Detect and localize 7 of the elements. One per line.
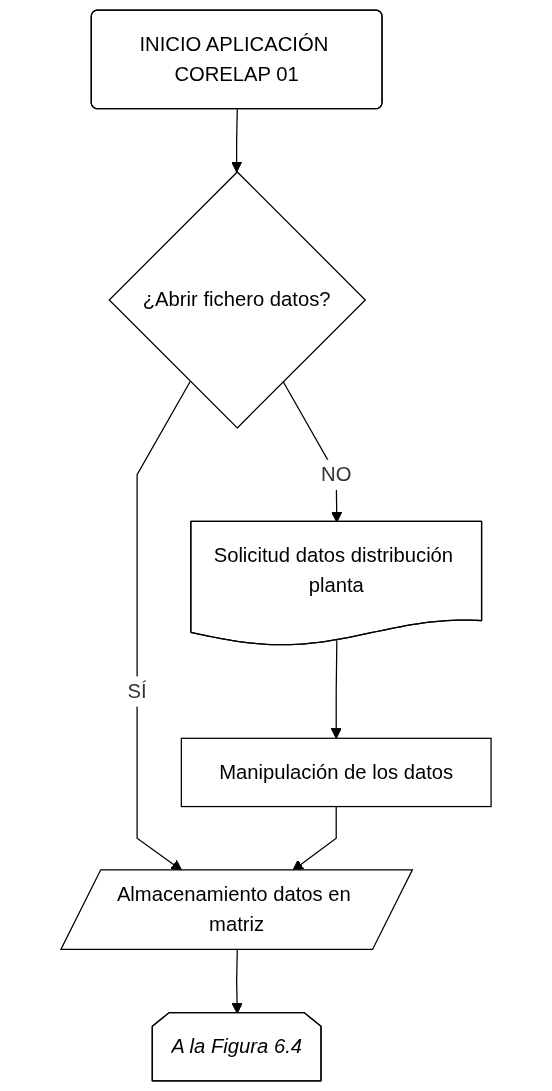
arrow (231, 949, 243, 1014)
node-box: Manipulación de los datos (180, 737, 492, 808)
node-diamond: ¿Abrir fichero datos? (108, 171, 367, 429)
edge-label: NO (321, 463, 352, 485)
arrow (231, 108, 243, 173)
edge-label: SÍ (127, 680, 147, 702)
arrow (330, 639, 342, 739)
